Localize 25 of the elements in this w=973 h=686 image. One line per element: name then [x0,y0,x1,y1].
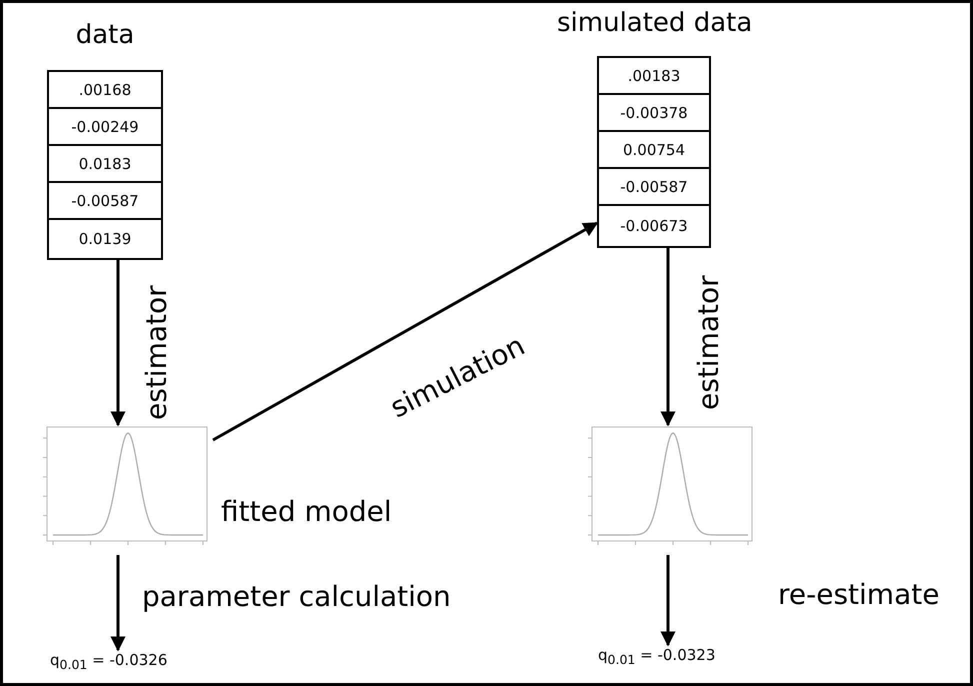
arrow [660,555,676,646]
table-cell: -0.00673 [597,204,711,248]
edge-label: parameter calculation [142,580,451,613]
table-cell: .00168 [47,70,163,109]
table-cell: .00183 [597,56,711,95]
data-table [47,20,163,260]
arrow [660,248,676,426]
arrow [212,222,598,442]
arrow [110,260,126,426]
table-cell: -0.00249 [47,107,163,146]
table-cell: 0.0183 [47,144,163,183]
table-cell: -0.00587 [47,181,163,220]
quantile-result: q$_{0.01}$ = -0.0323 [598,645,768,675]
quantile-result: q$_{0.01}$ = -0.0326 [50,650,220,680]
edge-label: estimator [140,285,173,420]
table-heading: simulated data [557,8,751,38]
edge-label: estimator [692,275,725,410]
plot-caption: fitted model [221,495,392,528]
table-heading: data [74,20,136,50]
table-cell: 0.0139 [47,218,163,260]
edge-label: re-estimate [778,578,940,611]
table-cell: -0.00378 [597,93,711,132]
arrow [110,555,126,652]
table-cell: 0.00754 [597,130,711,169]
table-cell: -0.00587 [597,167,711,206]
